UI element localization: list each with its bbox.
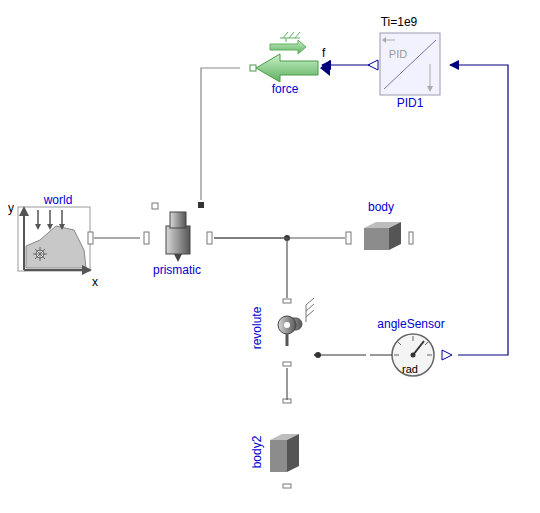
body-icon: [346, 222, 413, 250]
component-name: PID1: [397, 96, 424, 110]
component-name: body2: [250, 436, 264, 469]
body2-icon: [270, 399, 299, 488]
component-name: body: [368, 200, 394, 214]
component-name: PID: [389, 47, 407, 61]
revolute-joint: revolute: [248, 298, 314, 368]
component-name: revolute: [250, 307, 264, 350]
connector: [201, 68, 240, 200]
connector: [214, 238, 287, 298]
body2-block: body2: [248, 400, 308, 490]
world-block: world: [18, 193, 94, 275]
component-name: world: [44, 193, 73, 207]
connector: [450, 65, 508, 355]
component-name: prismatic: [153, 263, 201, 277]
world-icon: [18, 206, 93, 275]
prismatic-icon: [144, 202, 212, 262]
force-icon: [250, 32, 330, 82]
revolute-icon: [278, 298, 321, 366]
force-block: force: [240, 36, 322, 98]
pid-icon: [368, 33, 440, 95]
component-name: Ti=1e9: [381, 15, 418, 29]
connector: [322, 64, 370, 65]
connector: [94, 237, 140, 238]
component-name: rad: [402, 362, 418, 376]
component-name: angleSensor: [377, 317, 444, 331]
component-name: force: [272, 82, 299, 96]
connector: [286, 368, 287, 400]
angle-sensor-icon: [370, 334, 452, 376]
connector: [314, 354, 366, 355]
port-name: f: [322, 46, 325, 60]
body-block: body: [345, 198, 415, 256]
axis-label: x: [92, 275, 98, 289]
axis-label: y: [8, 201, 14, 215]
pid-block: Ti=1e9PID PID1: [370, 12, 450, 110]
prismatic-joint: prismatic: [140, 200, 214, 280]
angle-sensor: angleSensor rad: [366, 316, 458, 380]
